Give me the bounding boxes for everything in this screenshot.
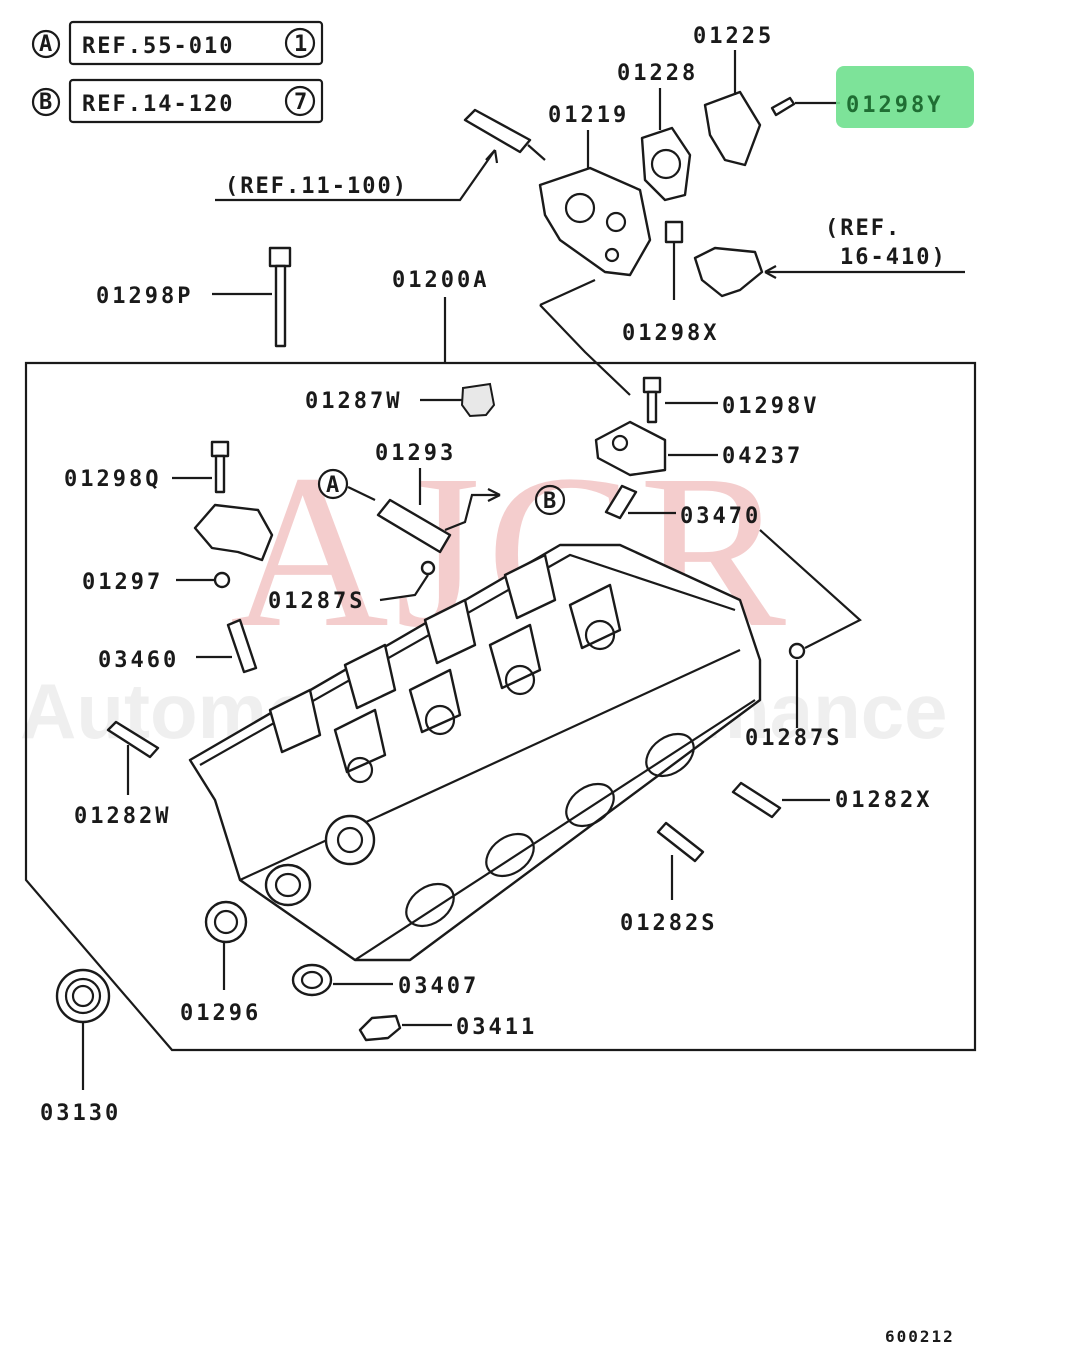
ref-marker-a: A xyxy=(39,32,54,57)
thermostat-housing xyxy=(538,166,652,277)
label-01219: 01219 xyxy=(548,103,629,128)
bracket-04237 xyxy=(594,420,667,477)
plug-01287w xyxy=(460,382,496,418)
water-outlet-fitting xyxy=(693,246,764,298)
label-03460: 03460 xyxy=(98,648,179,673)
cap-03411 xyxy=(358,1014,402,1042)
callout-marker-a: A xyxy=(326,473,341,498)
label-03130: 03130 xyxy=(40,1101,121,1126)
label-01287w: 01287W xyxy=(305,389,402,414)
label-01298x: 01298X xyxy=(622,321,719,346)
label-01282x: 01282X xyxy=(835,788,932,813)
label-01293: 01293 xyxy=(375,441,456,466)
ref-text-b: REF.14-120 xyxy=(82,92,234,117)
label-03470: 03470 xyxy=(680,504,761,529)
label-01298p: 01298P xyxy=(96,284,193,309)
plug-03407 xyxy=(291,963,333,997)
label-01287s-b: 01287S xyxy=(745,726,842,751)
ref-circled-a: 1 xyxy=(294,32,309,57)
pipe-01293 xyxy=(376,498,452,554)
pin-03460 xyxy=(226,618,258,674)
figure-number: 600212 xyxy=(885,1327,955,1346)
cover-01225 xyxy=(703,90,762,167)
plug-01287s-a xyxy=(420,560,436,576)
ref-16-410-line1: (REF. xyxy=(825,216,901,241)
ref-legend-a: A REF.55-010 1 xyxy=(31,20,324,66)
stud-01282w xyxy=(106,720,160,759)
bolt-01298p xyxy=(268,246,292,348)
stud-01282x xyxy=(731,781,782,819)
label-01225: 01225 xyxy=(693,24,774,49)
bracket-01298q xyxy=(193,503,274,562)
plug-01287s-b xyxy=(788,642,806,660)
label-01200a: 01200A xyxy=(392,268,489,293)
bolt-01298y xyxy=(770,96,796,117)
ref-legend-b: B REF.14-120 7 xyxy=(31,78,324,124)
seal-head xyxy=(264,863,312,907)
bolt-01298q xyxy=(210,440,230,494)
highlight-01298y xyxy=(836,66,974,128)
ref-11-100-label: (REF.11-100) xyxy=(225,174,408,199)
gasket-01228 xyxy=(640,126,692,202)
washer-01297 xyxy=(213,571,231,589)
oil-seal-03130 xyxy=(55,968,111,1024)
ref-marker-b: B xyxy=(39,90,54,115)
label-01298y[interactable]: 01298Y xyxy=(846,93,943,118)
bolt-01298x xyxy=(664,220,684,300)
callout-marker-b: B xyxy=(543,489,558,514)
label-01296: 01296 xyxy=(180,1001,261,1026)
callout-marker-b-circle xyxy=(534,484,566,516)
seal-01296 xyxy=(204,900,248,944)
callout-marker-a-circle xyxy=(317,468,349,500)
label-04237: 04237 xyxy=(722,444,803,469)
label-01297: 01297 xyxy=(82,570,163,595)
stud-01282s xyxy=(656,821,705,863)
label-01282w: 01282W xyxy=(74,804,171,829)
sealant-tube xyxy=(463,108,546,161)
label-01282s: 01282S xyxy=(620,911,717,936)
leader-thermo-housing xyxy=(539,278,631,396)
label-03407: 03407 xyxy=(398,974,479,999)
assembly-frame xyxy=(24,361,977,1052)
ref-16-410-line2: 16-410) xyxy=(840,245,947,270)
label-01298v: 01298V xyxy=(722,394,819,419)
bolt-01298v xyxy=(642,376,662,424)
ref-text-a: REF.55-010 xyxy=(82,34,234,59)
pin-03470 xyxy=(604,484,638,520)
label-01298q: 01298Q xyxy=(64,467,161,492)
label-01287s-a: 01287S xyxy=(268,589,365,614)
leader-ref-11-100 xyxy=(215,149,496,202)
label-01228: 01228 xyxy=(617,61,698,86)
cylinder-head xyxy=(188,543,762,962)
label-03411: 03411 xyxy=(456,1015,537,1040)
ref-circled-b: 7 xyxy=(294,90,309,115)
